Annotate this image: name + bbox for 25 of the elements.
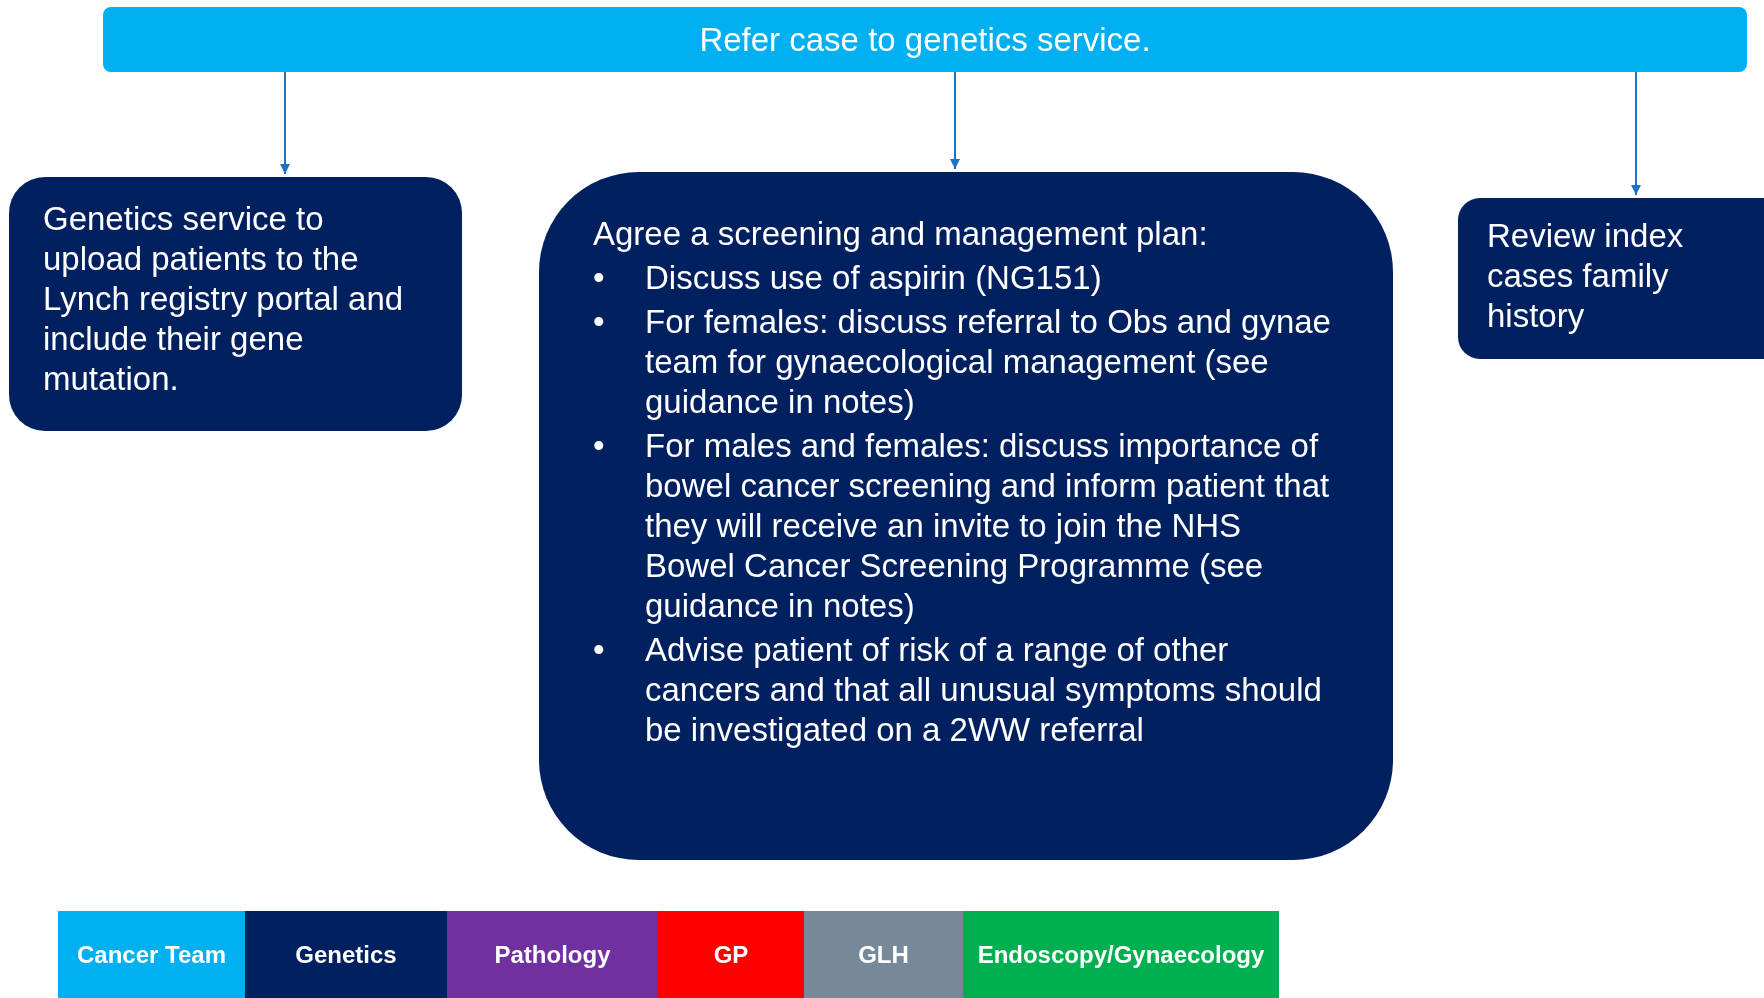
arrow <box>280 71 290 175</box>
bullet-mark: • <box>593 302 606 342</box>
bullet-mark: • <box>593 630 606 670</box>
bullet-item: For females: discuss referral to Obs and gynae team for gynaecological management (see guidance in notes) <box>645 302 1332 422</box>
arrow <box>1631 71 1641 196</box>
node-text: Refer case to genetics service. <box>699 19 1151 60</box>
legend-label: Endoscopy/Gynaecology <box>977 940 1265 969</box>
node-text: Genetics service to upload patients to the Lynch registry portal and include their gene mutation. <box>43 199 405 399</box>
legend-label: Cancer Team <box>77 940 226 969</box>
heading: Agree a screening and management plan: <box>593 214 1209 254</box>
process-box <box>9 177 462 431</box>
node-text: Review index cases family history <box>1487 216 1685 336</box>
bullet-item: Advise patient of risk of a range of other cancers and that all unusual symptoms should be investigated on a 2WW referral <box>645 630 1323 750</box>
arrow <box>950 71 960 170</box>
process-bar <box>103 7 1747 72</box>
process-box <box>539 172 1393 860</box>
process-box <box>1458 198 1764 359</box>
legend-label: Genetics <box>295 940 397 969</box>
bullet-mark: • <box>593 258 606 298</box>
legend-label: GLH <box>858 940 909 969</box>
legend-label: Pathology <box>494 940 611 969</box>
bullet-mark: • <box>593 426 606 466</box>
legend-label: GP <box>713 940 749 969</box>
bullet-item: For males and females: discuss importance of bowel cancer screening and inform patient that they will receive an invite to join the NHS Bowel Cancer Screening Programme (see guidance in notes) <box>645 426 1331 626</box>
bullet-item: Discuss use of aspirin (NG151) <box>645 258 1102 298</box>
